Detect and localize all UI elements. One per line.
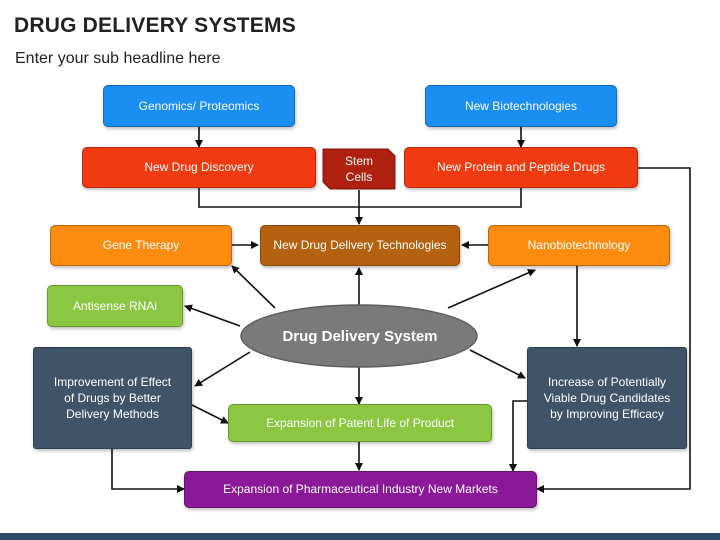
antisense-rnai-box: Antisense RNAi [47,285,183,327]
link-protein-markets [536,167,691,493]
link-improvement-markets [111,449,185,493]
increase-box: Increase of Potentially Viable Drug Cand… [527,347,687,449]
link-center-antisense [184,304,241,327]
link-center-gene [231,265,276,309]
protein-peptide-drugs-label: New Protein and Peptide Drugs [436,160,606,175]
link-center-improvement [194,351,251,387]
new-biotechnologies-label: New Biotechnologies [464,98,578,113]
center-ellipse [240,304,478,368]
new-drug-discovery-box: New Drug Discovery [82,147,316,188]
center-ellipse-label: Drug Delivery System [282,327,438,345]
genomics-proteomics-label: Genomics/ Proteomics [138,98,260,113]
genomics-proteomics-box: Genomics/ Proteomics [103,85,295,127]
link-improvement-patent [191,404,229,424]
gene-therapy-label: Gene Therapy [102,238,180,253]
new-biotechnologies-box: New Biotechnologies [425,85,617,127]
ndd-technologies-box: New Drug Delivery Technologies [260,225,460,266]
nanobiotechnology-label: Nanobiotechnology [527,238,631,253]
stem-cells-box: Stem Cells [322,148,396,190]
new-markets-label: Expansion of Pharmaceutical Industry New… [223,482,498,497]
improvement-label: Improvement of Effect of Drugs by Better… [53,374,172,422]
nanobiotechnology-box: Nanobiotechnology [488,225,670,266]
footer-bar [0,533,720,540]
increase-label: Increase of Potentially Viable Drug Cand… [543,374,671,422]
link-center-nano [447,269,536,309]
protein-peptide-drugs-box: New Protein and Peptide Drugs [404,147,638,188]
antisense-rnai-label: Antisense RNAi [72,298,158,313]
new-markets-box: Expansion of Pharmaceutical Industry New… [184,471,537,508]
gene-therapy-box: Gene Therapy [50,225,232,266]
link-increase-markets [509,400,527,472]
link-red-row-merge [198,188,522,208]
patent-life-box: Expansion of Patent Life of Product [228,404,492,442]
patent-life-label: Expansion of Patent Life of Product [265,415,455,430]
stem-cells-shape [322,148,396,190]
page-subtitle: Enter your sub headline here [15,50,221,67]
ndd-technologies-label: New Drug Delivery Technologies [273,238,447,253]
page-title: DRUG DELIVERY SYSTEMS [14,14,296,37]
stem-cells-label: Stem Cells [344,153,373,184]
improvement-box: Improvement of Effect of Drugs by Better… [33,347,192,449]
new-drug-discovery-label: New Drug Discovery [144,160,254,175]
link-center-increase [469,349,526,379]
